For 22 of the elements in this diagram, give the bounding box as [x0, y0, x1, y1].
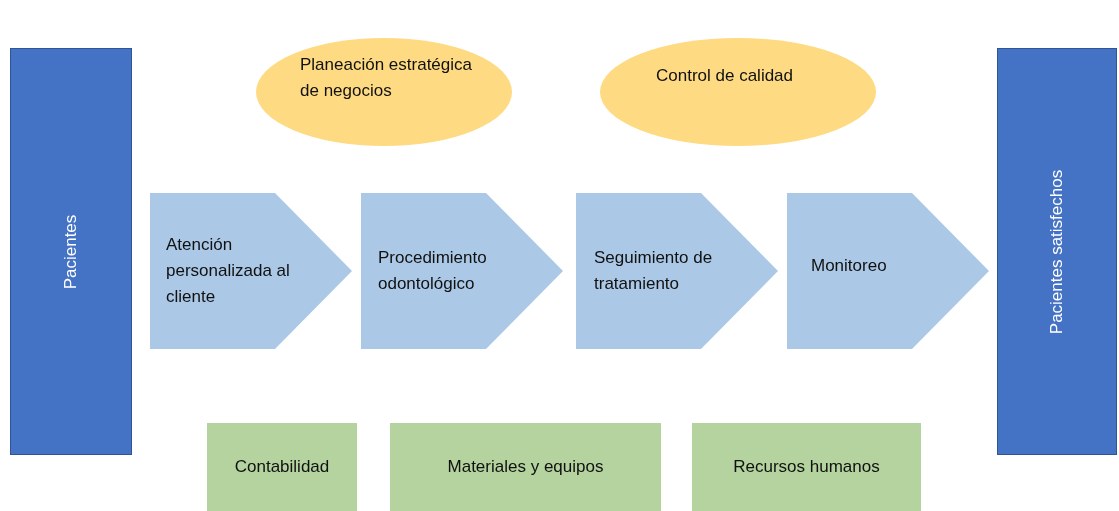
- node-label: Seguimiento de tratamiento: [594, 247, 714, 295]
- node-label: Pacientes satisfechos: [1047, 169, 1067, 334]
- node-label: Pacientes: [61, 214, 81, 289]
- node-label: Monitoreo: [811, 255, 888, 277]
- node-label: Planeación estratégica de negocios: [300, 54, 473, 102]
- stakeholder-bar: [10, 48, 132, 455]
- management-ellipse: [256, 38, 512, 146]
- process-step-pentagon: [576, 193, 778, 349]
- process-step-pentagon: [361, 193, 563, 349]
- node-label: Control de calidad: [656, 65, 795, 87]
- process-step-pentagon: [787, 193, 989, 349]
- support-box: [390, 423, 661, 511]
- node-label: Recursos humanos: [732, 456, 881, 478]
- node-label: Materiales y equipos: [446, 456, 605, 478]
- management-ellipse: [600, 38, 876, 146]
- node-label: Procedimiento odontológico: [378, 247, 488, 295]
- support-box: [207, 423, 357, 511]
- stakeholder-bar: [997, 48, 1117, 455]
- process-step-pentagon: [150, 193, 352, 349]
- node-label: Contabilidad: [233, 456, 331, 478]
- node-label: Atención personalizada al cliente: [166, 234, 291, 308]
- support-box: [692, 423, 921, 511]
